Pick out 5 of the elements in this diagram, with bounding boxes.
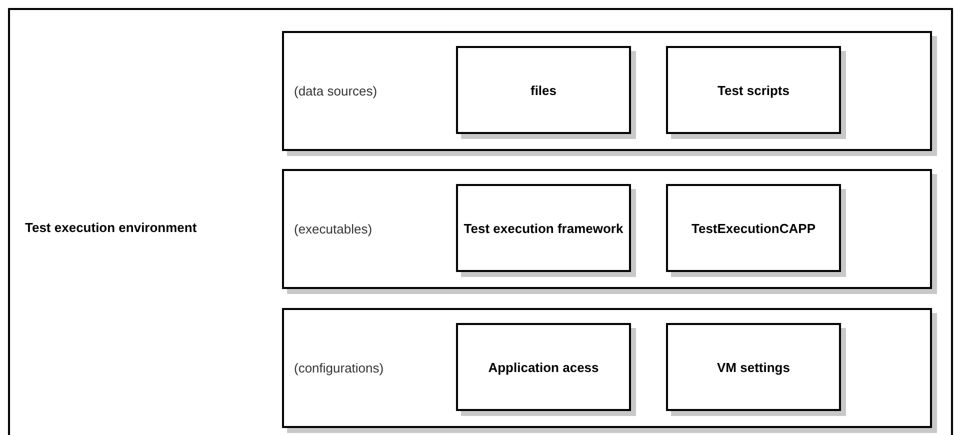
layer-label: (configurations) [294,360,384,376]
layer-label: (data sources) [294,84,378,98]
environment-frame [8,8,953,435]
layer-label: (executables) [294,222,372,236]
environment-title: Test execution environment [25,220,197,235]
